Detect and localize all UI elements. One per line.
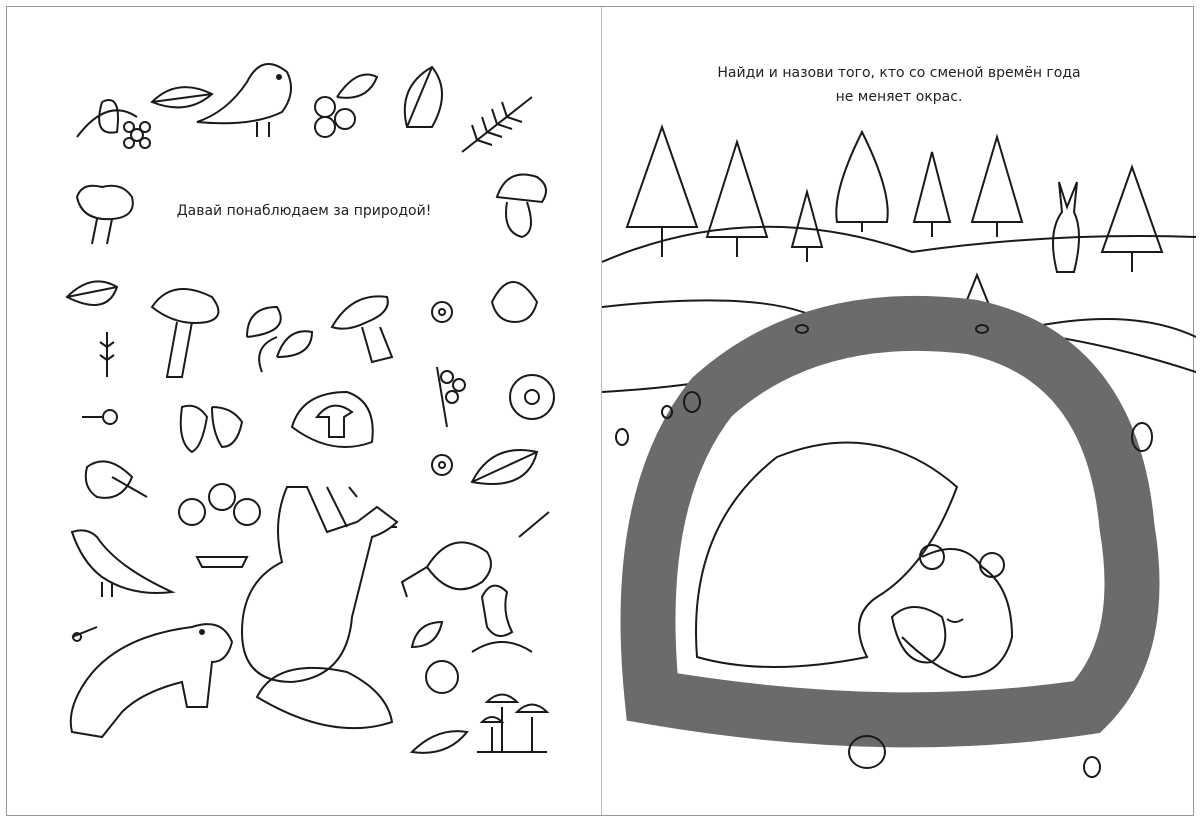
right-heading-line-2: не меняет окрас. — [835, 89, 963, 105]
fish-icon — [400, 541, 492, 598]
twig-berries-icon — [71, 626, 98, 642]
bird-icon — [196, 63, 292, 137]
sleeping-bear-scene-illustration — [602, 123, 1196, 778]
crow-icon — [70, 529, 176, 597]
acorn-icon — [84, 460, 148, 499]
berry-icon — [82, 409, 118, 425]
mushroom-icon — [330, 295, 394, 364]
flower-icon — [431, 301, 453, 323]
broccoli-mushroom-icon — [75, 184, 134, 245]
right-page: Найди и назови того, кто со сменой времё… — [601, 7, 1196, 815]
oak-leaf-icon — [470, 449, 539, 485]
fern-icon — [461, 96, 533, 153]
mushroom-icon — [150, 288, 220, 378]
oak-leaf-icon — [403, 65, 443, 128]
fern-icon — [518, 511, 550, 538]
flower-icon — [431, 454, 453, 476]
daisy-bush-icon — [178, 483, 261, 568]
strawberries-icon — [179, 404, 244, 454]
burrow-icon — [620, 295, 1160, 748]
sleeping-bear-icon — [695, 441, 1014, 679]
leaf-icon — [65, 280, 119, 306]
leaves-icon — [246, 305, 314, 373]
hare-icon — [1052, 181, 1080, 273]
left-heading: Давай понаблюдаем за природой! — [176, 203, 432, 219]
chipmunk-icon — [471, 584, 533, 653]
mushroom-icon — [495, 173, 547, 239]
mushrooms-icon — [477, 693, 550, 753]
trees-icon — [625, 123, 1164, 306]
berries-branch-icon — [436, 366, 466, 428]
daisy-icon — [509, 374, 555, 420]
book-spread: Давай понаблюдаем за природой! — [6, 6, 1196, 816]
leaf-icon — [410, 620, 444, 649]
hedgehog-icon — [290, 390, 374, 448]
leaf-icon — [409, 730, 469, 754]
nature-doodles-illustration — [65, 63, 555, 754]
pine-cone-icon — [490, 281, 539, 324]
left-page: Давай понаблюдаем за природой! — [7, 7, 601, 815]
pebbles-icon — [615, 324, 1153, 778]
right-heading-line-1: Найди и назови того, кто со сменой времё… — [717, 65, 1081, 81]
twig-icon — [99, 332, 115, 377]
fox-icon — [240, 486, 399, 730]
right-heading: Найди и назови того, кто со сменой времё… — [602, 61, 1196, 109]
berries-icon — [314, 73, 379, 138]
raspberry-icon — [425, 660, 459, 694]
otter-icon — [69, 623, 234, 739]
leaf-icon — [76, 99, 138, 138]
leaf-icon — [150, 86, 214, 109]
flower-icon — [123, 121, 151, 149]
